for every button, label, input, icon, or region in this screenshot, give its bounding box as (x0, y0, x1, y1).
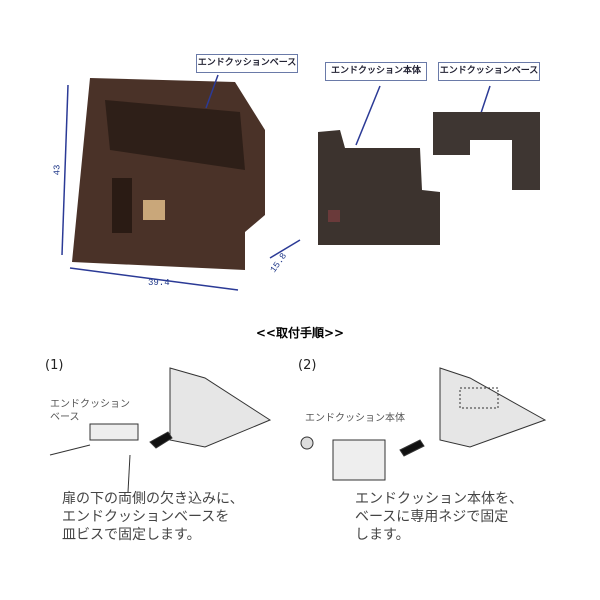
label-base-right: エンドクッションベース (438, 62, 540, 81)
step1-part-label: エンドクッション ベース (50, 399, 130, 423)
step2-drawing (300, 367, 547, 481)
photo-body (318, 130, 440, 245)
step2-text: エンドクッション本体を、 ベースに専用ネジで固定 します。 (355, 491, 523, 543)
dimension-height: 43 (52, 164, 63, 176)
step1-number: (1) (45, 358, 64, 373)
photo-base (433, 112, 540, 190)
section-title: <<取付手順>> (255, 326, 345, 340)
step2-part-label: エンドクッション本体 (305, 413, 405, 424)
dimension-width: 39.4 (148, 278, 170, 288)
step2-number: (2) (298, 358, 317, 373)
photo-assembled (72, 78, 265, 270)
step1-drawing (49, 367, 272, 493)
label-body: エンドクッション本体 (325, 62, 427, 81)
step1-text: 扉の下の両側の欠き込みに、 エンドクッションベースを 皿ビスで固定します。 (62, 491, 244, 543)
label-base-left: エンドクッションベース (196, 54, 298, 73)
